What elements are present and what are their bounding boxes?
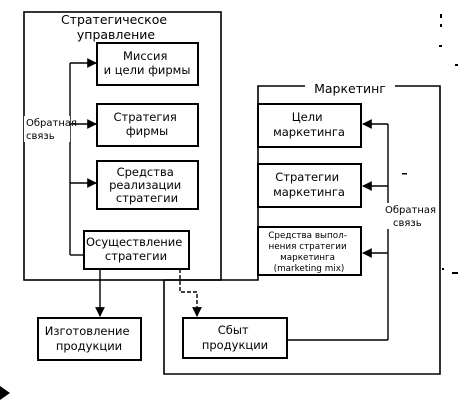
marketing-feedback-label: Обратная связь — [385, 205, 439, 229]
strategic-management-frame — [23, 11, 222, 281]
marketing-title: Маркетинг — [314, 81, 386, 96]
marketing-frame — [163, 85, 441, 375]
strategy-implementation-box: Осуществление стратегии — [83, 230, 190, 270]
arrow-to-sales — [179, 269, 202, 317]
marketing-goals-box: Цели маркетинга — [257, 103, 362, 148]
svg-text:Сбыт продукции: Сбыт продукции — [202, 323, 268, 352]
svg-text:Средства выпол- нения ст: Средства выпол- нения стратегии маркетин… — [268, 231, 349, 274]
strategy-means-box: Средства реализации стратегии — [96, 160, 199, 210]
sales-box: Сбыт продукции — [182, 317, 288, 359]
strategic-feedback-loop — [69, 58, 97, 256]
strategic-feedback-label: Обратная связь — [26, 118, 80, 142]
marketing-feedback-loop — [287, 119, 389, 341]
marketing-strategies-box: Стратегии маркетинга — [257, 163, 362, 208]
svg-text:Цели маркетинга: Цели маркетинга — [273, 110, 345, 139]
svg-text:Миссия и цели фирмы: Миссия и цели фирмы — [104, 49, 191, 77]
svg-text:Осуществление стратегии: Осуществление стратегии — [86, 235, 186, 263]
svg-text:Стратегия фирмы: Стратегия фирмы — [114, 110, 181, 138]
svg-text:Средства реализации: Средства реализации стратегии — [109, 165, 185, 205]
firm-strategy-box: Стратегия фирмы — [96, 103, 199, 147]
marketing-mix-box: Средства выпол- нения стратегии маркетин… — [257, 226, 362, 276]
svg-text:Стратегии маркетинга: Стратегии маркетинга — [273, 170, 345, 199]
svg-text:Изготовление продукции: Изготовление продукции — [45, 324, 133, 353]
scan-artifacts — [0, 14, 458, 400]
mission-box: Миссия и цели фирмы — [96, 42, 199, 86]
strategic-management-title: Стратегическое управление — [61, 12, 171, 42]
production-box: Изготовление продукции — [37, 317, 142, 361]
